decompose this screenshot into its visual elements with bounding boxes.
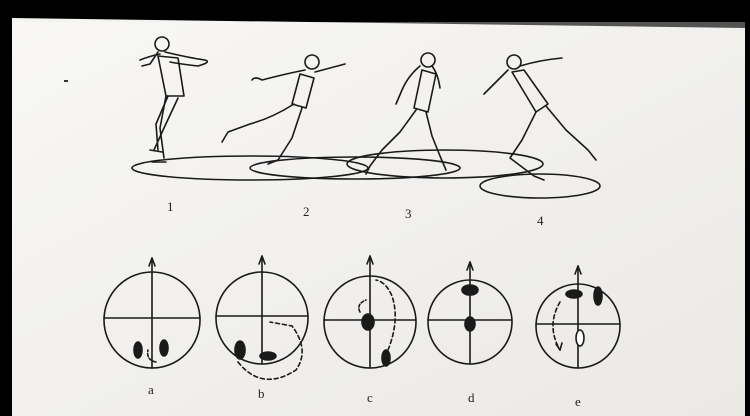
footwork-label-d: d (468, 390, 475, 405)
stage-label-2: 2 (303, 204, 310, 219)
stage-label-3: 3 (405, 206, 412, 221)
footwork-label-c: c (367, 390, 373, 405)
stage-label-1: 1 (167, 199, 174, 214)
footwork-label-e: e (575, 394, 581, 409)
footwork-label-b: b (258, 386, 265, 401)
footwork-label-a: a (148, 382, 154, 397)
stray-mark (64, 80, 68, 82)
stage-label-4: 4 (537, 213, 544, 228)
